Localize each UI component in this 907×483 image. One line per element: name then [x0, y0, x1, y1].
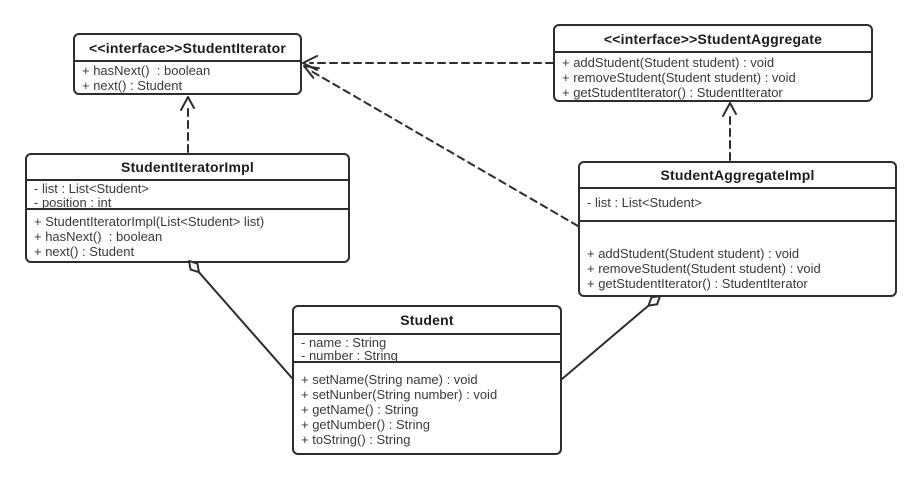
method-line: + removeStudent(Student student) : void: [587, 261, 821, 276]
class-box-student-aggregate[interactable]: <<interface>>StudentAggregate + addStude…: [553, 24, 873, 102]
methods-compartment: + StudentIteratorImpl(List<Student> list…: [27, 210, 348, 261]
attribute-line: - name : String: [301, 335, 387, 350]
method-line: + StudentIteratorImpl(List<Student> list…: [34, 214, 265, 229]
method-line: + getNumber() : String: [301, 417, 430, 432]
method-line: + getName() : String: [301, 402, 419, 417]
class-box-student[interactable]: Student - name : String - number : Strin…: [292, 305, 562, 455]
class-title: <<interface>>StudentIterator: [75, 35, 300, 62]
method-line: + hasNext() : boolean: [82, 63, 211, 78]
methods-compartment: + addStudent(Student student) : void + r…: [580, 222, 895, 295]
method-line: + setNunber(String number) : void: [301, 387, 498, 402]
realization-aggregate-impl-to-aggregate: [722, 102, 737, 161]
realization-iterator-impl-to-iterator: [180, 96, 195, 153]
methods-compartment: + addStudent(Student student) : void + r…: [555, 53, 871, 100]
class-title: StudentAggregateImpl: [580, 163, 895, 189]
method-line: + removeStudent(Student student) : void: [562, 70, 796, 85]
method-line: + getStudentIterator() : StudentIterator: [562, 85, 783, 100]
attributes-compartment: - list : List<Student> - position : int: [27, 181, 348, 210]
attribute-line: - position : int: [34, 194, 112, 210]
class-box-student-aggregate-impl[interactable]: StudentAggregateImpl - list : List<Stude…: [578, 161, 897, 297]
method-line: + getStudentIterator() : StudentIterator: [587, 276, 808, 291]
methods-compartment: + hasNext() : boolean + next() : Student: [75, 62, 300, 93]
attributes-compartment: - name : String - number : String: [294, 335, 560, 363]
method-line: + hasNext() : boolean: [34, 229, 163, 244]
methods-compartment: + setName(String name) : void + setNunbe…: [294, 363, 560, 453]
method-line: + addStudent(Student student) : void: [587, 246, 800, 261]
method-line: + addStudent(Student student) : void: [562, 55, 775, 70]
class-box-student-iterator-impl[interactable]: StudentIteratorImpl - list : List<Studen…: [25, 153, 350, 263]
attribute-line: - list : List<Student>: [587, 195, 702, 210]
attribute-line: - number : String: [301, 348, 398, 363]
class-title: <<interface>>StudentAggregate: [555, 26, 871, 53]
method-line: + setName(String name) : void: [301, 372, 478, 387]
hollow-diamond: [647, 295, 661, 307]
dependency-aggregate-to-iterator: [302, 55, 554, 71]
method-line: + next() : Student: [34, 244, 135, 259]
attributes-compartment: - list : List<Student>: [580, 189, 895, 222]
aggregation-iterator-impl-to-student: [188, 260, 293, 379]
method-line: + toString() : String: [301, 432, 411, 447]
aggregation-aggregate-impl-to-student: [561, 295, 661, 380]
class-title: StudentIteratorImpl: [27, 155, 348, 181]
attribute-line: - list : List<Student>: [34, 181, 149, 196]
class-box-student-iterator[interactable]: <<interface>>StudentIterator + hasNext()…: [73, 33, 302, 95]
class-title: Student: [294, 307, 560, 335]
method-line: + next() : Student: [82, 78, 183, 93]
